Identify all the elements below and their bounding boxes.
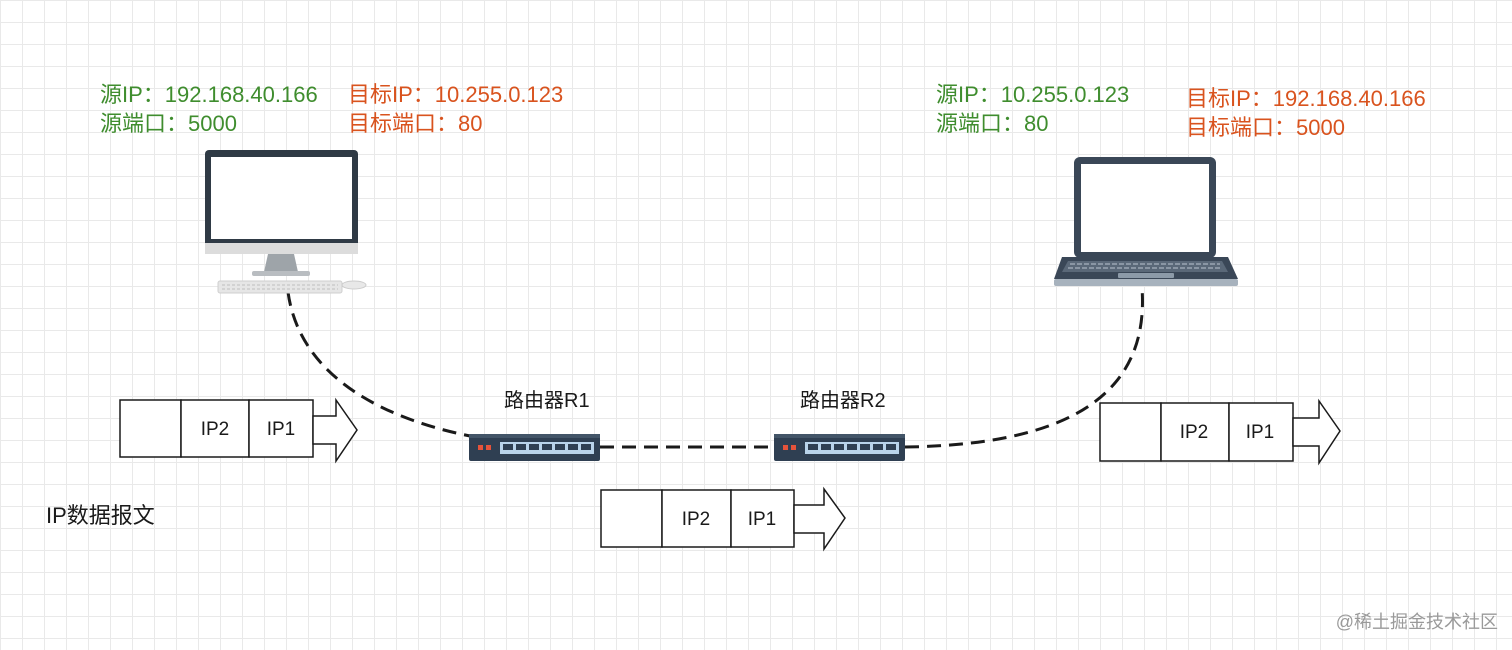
router-r1-label: 路由器R1 [504,390,590,412]
outline-arrow-icon [1292,398,1341,466]
packet-left-ip2: IP2 [201,419,230,440]
outline-arrow-icon [312,397,358,464]
packet-caption: IP数据报文 [46,503,155,528]
ip-packet-middle: IP2 IP1 [600,486,846,552]
laptop-icon [1054,157,1238,286]
destination-src-port: 源端口：80 [936,111,1049,136]
packet-left-ip1: IP1 [267,419,296,440]
destination-dst-ip: 目标IP：192.168.40.166 [1186,86,1426,111]
outline-arrow-icon [793,486,846,552]
source-dst-ip: 目标IP：10.255.0.123 [348,82,564,107]
destination-src-ip: 源IP：10.255.0.123 [936,82,1130,107]
desktop-computer-icon [205,150,367,294]
router-r2-label: 路由器R2 [800,390,886,412]
source-src-port: 源端口：5000 [100,111,237,136]
source-dst-port: 目标端口：80 [348,111,483,136]
ip-packet-left: IP2 IP1 [119,397,358,464]
ip-packet-right: IP2 IP1 [1099,398,1341,466]
watermark: @稀土掘金技术社区 [1335,612,1498,632]
packet-right-ip1: IP1 [1246,422,1275,443]
packet-middle-ip1: IP1 [748,509,777,530]
router-r2-icon [774,434,905,461]
destination-dst-port: 目标端口：5000 [1186,115,1345,140]
link-r2-to-destination [904,287,1144,449]
packet-right-ip2: IP2 [1180,422,1209,443]
link-source-to-r1 [286,291,471,438]
packet-middle-ip2: IP2 [682,509,711,530]
router-r1-icon [469,434,600,461]
source-src-ip: 源IP：192.168.40.166 [100,82,318,107]
